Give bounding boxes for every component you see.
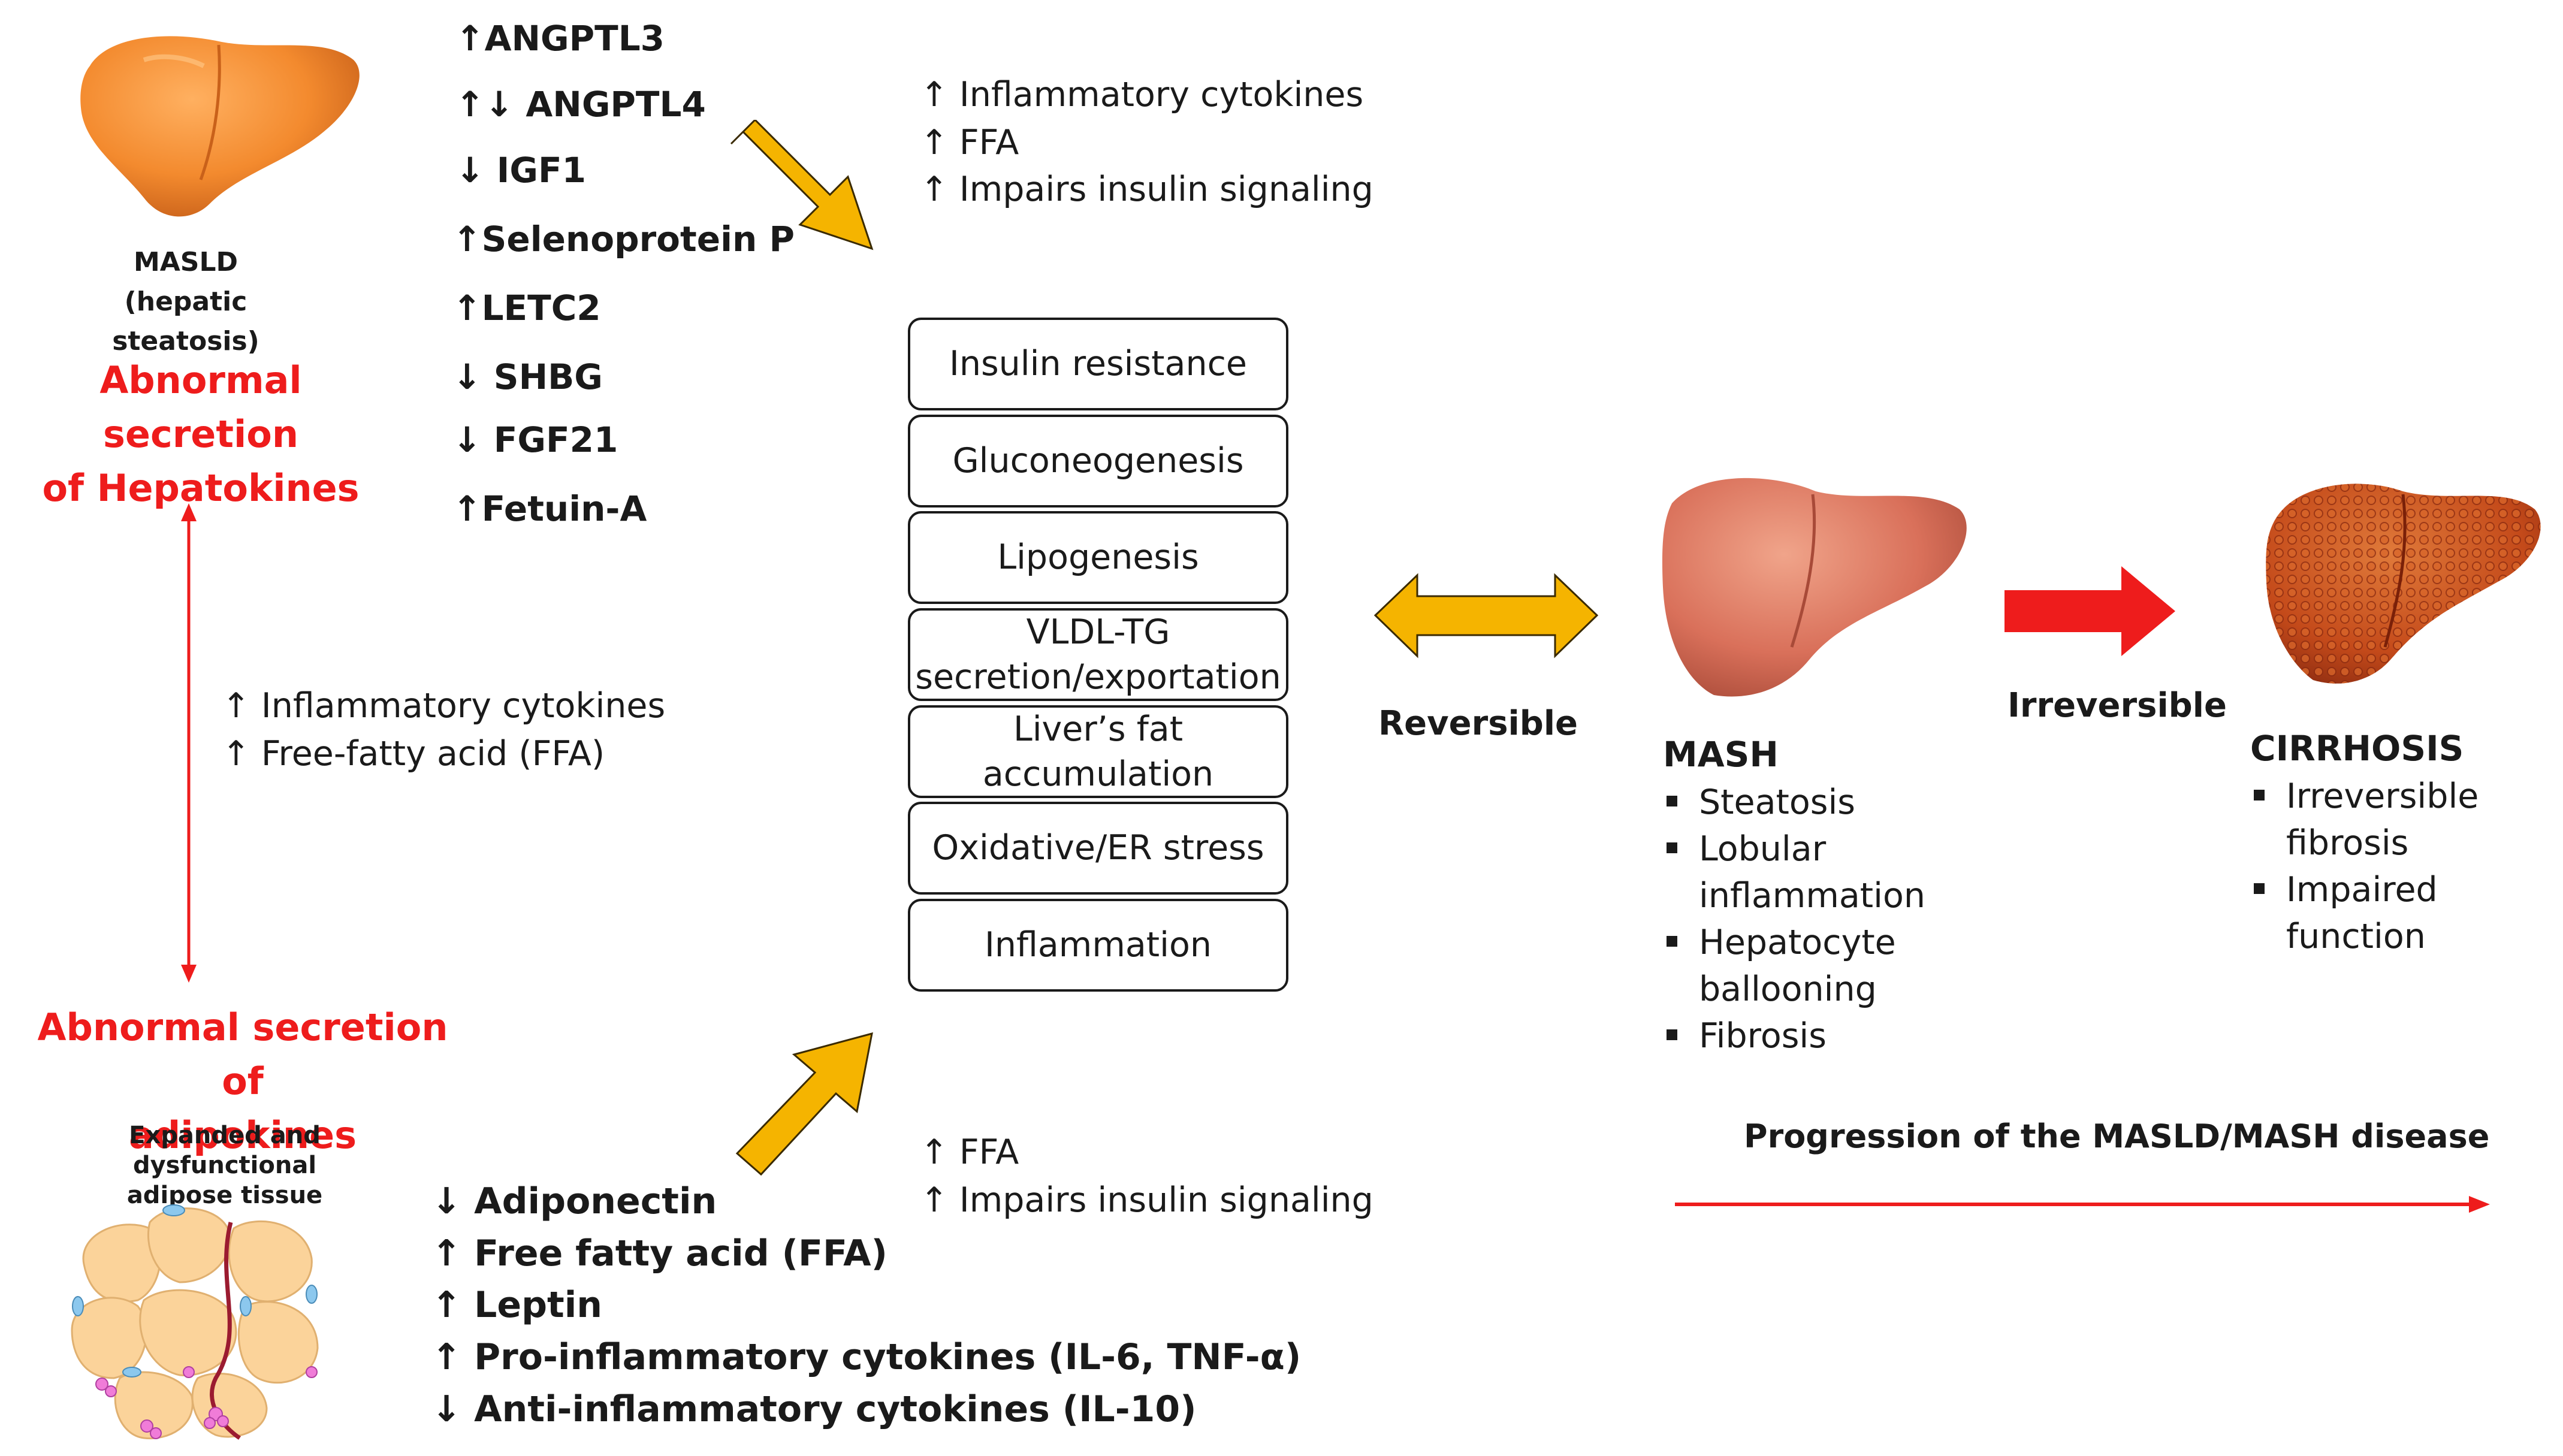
hepatokine-selenoprotein-p: ↑Selenoprotein P: [452, 219, 795, 259]
reversible-label: Reversible: [1378, 704, 1578, 743]
mechanism-lipogenesis: Lipogenesis: [908, 511, 1288, 604]
yellow-arrow-up-right: [735, 1032, 873, 1176]
hepatokine-angptl4: ↑↓ ANGPTL4: [455, 84, 706, 125]
hepatokine-letc2: ↑LETC2: [452, 288, 601, 328]
hepatokine-effect-ffa: ↑ FFA: [920, 123, 1019, 162]
masld-sublabel: (hepatic steatosis): [112, 286, 259, 357]
hepatokine-shbg: ↓ SHBG: [452, 357, 603, 397]
mash-liver-illustration: [1662, 478, 1967, 697]
cirrhosis-title: CIRRHOSIS: [2250, 728, 2464, 769]
yellow-arrow-down-right: [730, 120, 874, 250]
adipokine-effect-insulin: ↑ Impairs insulin signaling: [920, 1180, 1373, 1220]
adipokines-title-line2: adipokines: [128, 1113, 357, 1157]
mechanism-gluconeogenesis: Gluconeogenesis: [908, 415, 1288, 508]
hepatokine-angptl3: ↑ANGPTL3: [455, 18, 665, 59]
hepatokine-fgf21: ↓ FGF21: [452, 419, 618, 460]
fatty-liver-illustration: [80, 36, 360, 217]
mechanism-insulin-resistance: Insulin resistance: [908, 318, 1288, 410]
adipokine-anti-inflammatory: ↓ Anti-inflammatory cytokines (IL-10): [431, 1388, 1197, 1430]
hepatokines-title-line1: Abnormal secretion: [99, 358, 302, 456]
irreversible-arrow: [2004, 566, 2175, 656]
mash-title: MASH: [1663, 734, 1779, 775]
crosstalk-effect-ffa: ↑ Free-fatty acid (FFA): [222, 734, 605, 774]
hepatokine-igf1: ↓ IGF1: [455, 150, 586, 191]
reversible-arrow: [1373, 573, 1599, 658]
hepatokine-fetuin-a: ↑Fetuin-A: [452, 488, 647, 529]
adipokine-adiponectin: ↓ Adiponectin: [431, 1180, 717, 1222]
progression-arrow: [1675, 1196, 2490, 1213]
adipokines-title-line1: Abnormal secretion of: [37, 1005, 448, 1103]
adipose-label-line2: adipose tissue: [126, 1182, 323, 1209]
mash-feature-fibrosis: Fibrosis: [1663, 1013, 1963, 1059]
hepatokines-title-line2: of Hepatokines: [42, 466, 360, 510]
adipose-tissue-illustration: [71, 1204, 319, 1440]
mechanism-inflammation: Inflammation: [908, 899, 1288, 992]
masld-label: MASLD: [133, 247, 239, 277]
adipokine-effect-ffa: ↑ FFA: [920, 1132, 1019, 1172]
mash-feature-steatosis: Steatosis: [1663, 779, 1963, 826]
crosstalk-effect-cytokines: ↑ Inflammatory cytokines: [222, 686, 666, 726]
irreversible-label: Irreversible: [2007, 686, 2227, 725]
liver-adipose-crosstalk-arrow: [181, 503, 197, 983]
adipokine-ffa: ↑ Free fatty acid (FFA): [431, 1233, 887, 1274]
hepatokine-effect-insulin: ↑ Impairs insulin signaling: [920, 170, 1373, 209]
cirrhosis-feature-impaired-function: Impaired function: [2250, 866, 2562, 960]
mechanism-oxidative-stress: Oxidative/ER stress: [908, 802, 1288, 895]
cirrhosis-liver-illustration: [2266, 484, 2541, 684]
progression-label: Progression of the MASLD/MASH disease: [1744, 1117, 2490, 1155]
adipokine-pro-inflammatory: ↑ Pro-inflammatory cytokines (IL-6, TNF-…: [431, 1336, 1302, 1378]
adipokine-leptin: ↑ Leptin: [431, 1284, 602, 1326]
hepatokine-effect-cytokines: ↑ Inflammatory cytokines: [920, 75, 1364, 114]
adipose-label-line1: Expanded and dysfunctional: [129, 1122, 321, 1179]
